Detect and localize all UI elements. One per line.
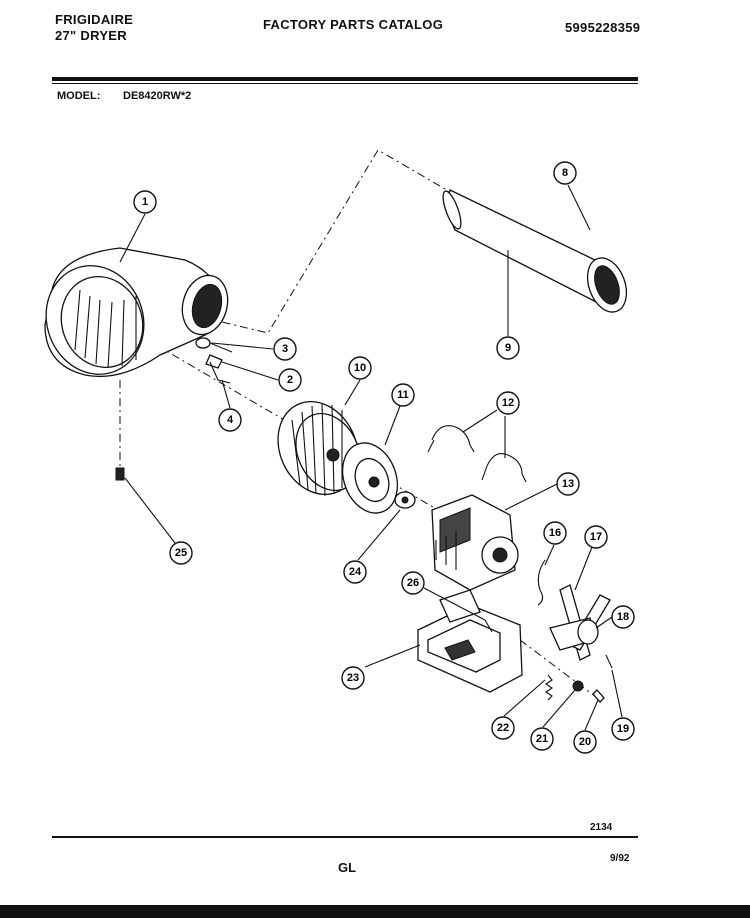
callout-1: 1: [133, 190, 157, 214]
svg-text:11: 11: [397, 389, 409, 401]
seal-plate-part: [341, 442, 399, 514]
callout-10: 10: [348, 356, 372, 380]
scan-edge-strip: [0, 905, 750, 918]
leader-19: [611, 669, 623, 718]
callout-11: 11: [391, 383, 415, 407]
svg-text:23: 23: [347, 672, 359, 684]
leader-12: [462, 409, 506, 458]
svg-text:26: 26: [407, 577, 419, 589]
svg-text:2: 2: [287, 374, 293, 386]
callout-21: 21: [530, 727, 554, 751]
leader-17: [574, 546, 593, 591]
motor-clamp-upper: [427, 425, 475, 453]
svg-text:10: 10: [354, 362, 366, 374]
leader-11: [384, 405, 401, 446]
header-rule-thick: [52, 77, 638, 81]
svg-text:22: 22: [497, 722, 509, 734]
diagram-number: 2134: [590, 822, 613, 833]
callout-20: 20: [573, 730, 597, 754]
svg-text:20: 20: [579, 736, 591, 748]
callout-8: 8: [553, 161, 577, 185]
leader-25: [124, 477, 176, 544]
spring-part-22: [545, 674, 553, 701]
section-code: GL: [338, 860, 357, 875]
model-label: MODEL:: [57, 90, 101, 102]
assembly-line-blower-to-duct: [204, 149, 453, 334]
print-date: 9/92: [610, 853, 630, 864]
screw-part-26: [484, 619, 493, 633]
clamp-part-2: [205, 354, 223, 369]
svg-text:13: 13: [562, 478, 574, 490]
motor-mount-part: [417, 589, 523, 693]
exhaust-duct-part: [442, 189, 628, 313]
svg-text:3: 3: [282, 343, 288, 355]
catalog-title: FACTORY PARTS CATALOG: [263, 17, 444, 32]
leader-20: [584, 699, 599, 731]
screw-part-25: [115, 467, 125, 481]
callout-12: 12: [496, 391, 520, 415]
leader-23: [364, 644, 421, 668]
leader-26: [423, 587, 486, 621]
svg-text:9: 9: [505, 342, 511, 354]
callout-16: 16: [543, 521, 567, 545]
callout-18: 18: [611, 605, 635, 629]
callout-13: 13: [556, 472, 580, 496]
catalog-number: 5995228359: [565, 20, 641, 35]
callout-19: 19: [611, 717, 635, 741]
bracket-part-4: [209, 361, 231, 384]
footer-rule: [52, 836, 638, 838]
callout-3: 3: [273, 337, 297, 361]
motor-clamp-lower: [481, 453, 527, 483]
callout-2: 2: [278, 368, 302, 392]
product-type: 27" DRYER: [55, 28, 127, 43]
idler-spring-part: [537, 559, 546, 606]
brand-name: FRIGIDAIRE: [55, 12, 134, 27]
leader-1: [119, 213, 146, 263]
clip-part-3: [195, 337, 233, 353]
callout-26: 26: [401, 571, 425, 595]
leader-2: [221, 361, 279, 381]
leader-3: [211, 342, 274, 350]
svg-text:25: 25: [175, 547, 187, 559]
svg-text:12: 12: [502, 397, 514, 409]
bearing-part: [394, 491, 416, 509]
assembly-line-bracket: [519, 639, 601, 701]
drive-motor-part: [431, 494, 519, 591]
header-rule-thin: [52, 83, 638, 84]
callout-9: 9: [496, 336, 520, 360]
svg-text:4: 4: [227, 414, 234, 426]
callout-4: 4: [218, 408, 242, 432]
svg-text:1: 1: [142, 196, 148, 208]
svg-text:17: 17: [590, 531, 602, 543]
screw-part-20: [592, 689, 605, 703]
callout-25: 25: [169, 541, 193, 565]
leader-8: [567, 184, 591, 231]
leader-13: [504, 483, 558, 511]
callout-22: 22: [491, 716, 515, 740]
callout-23: 23: [341, 666, 365, 690]
nut-part-21: [572, 680, 584, 692]
svg-text:21: 21: [536, 733, 548, 745]
leader-22: [503, 679, 546, 717]
svg-text:16: 16: [549, 527, 561, 539]
callout-17: 17: [584, 525, 608, 549]
callout-24: 24: [343, 560, 367, 584]
svg-text:18: 18: [617, 611, 629, 623]
leader-24: [357, 509, 401, 561]
leader-4: [221, 379, 231, 409]
leader-10: [344, 379, 361, 406]
svg-text:24: 24: [349, 566, 362, 578]
screw-part-19: [605, 654, 613, 669]
idler-arm-part: [549, 584, 611, 661]
svg-text:19: 19: [617, 723, 629, 735]
leader-16: [544, 544, 555, 566]
blower-housing-part: [44, 247, 229, 378]
leader-18: [595, 616, 613, 629]
model-number: DE8420RW*2: [123, 90, 192, 102]
svg-text:8: 8: [562, 167, 568, 179]
leader-21: [542, 689, 576, 728]
